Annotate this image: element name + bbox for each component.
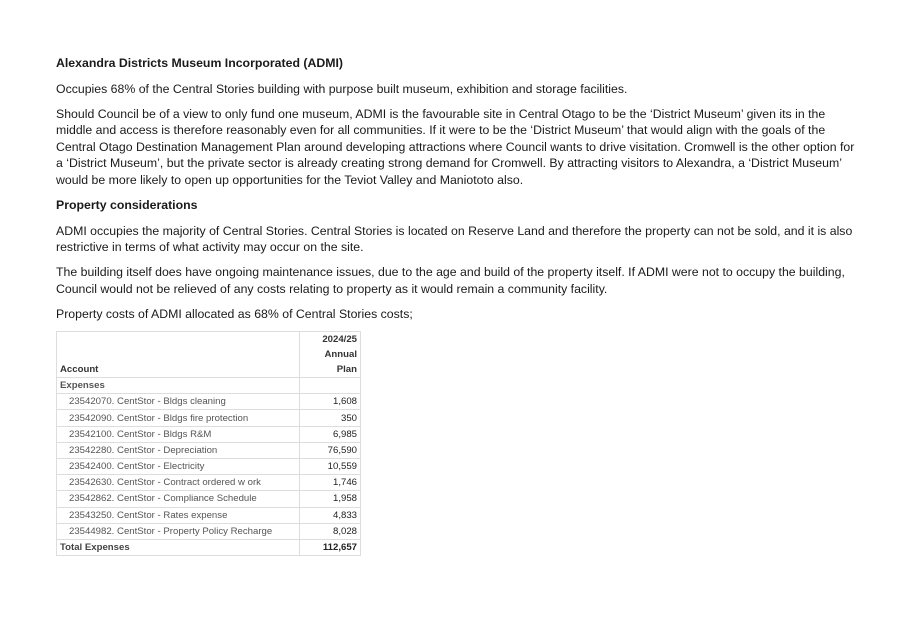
value-cell: 1,958 — [299, 490, 361, 508]
value-cell: 76,590 — [299, 441, 361, 459]
value-cell: 350 — [299, 409, 361, 427]
table-row: 23542400. CentStor - Electricity 10,559 — [56, 457, 361, 476]
value-cell: 1,746 — [299, 474, 361, 492]
account-cell: 23542862. CentStor - Compliance Schedule — [56, 490, 300, 508]
section-label-expenses: Expenses — [56, 377, 300, 395]
table-row: 23542280. CentStor - Depreciation 76,590 — [56, 441, 361, 459]
column-header-year: 2024/25 — [322, 334, 357, 346]
table-row: 23542630. CentStor - Contract ordered w … — [56, 474, 361, 492]
property-costs-table: Account 2024/25 Annual Plan Expenses 235… — [56, 331, 361, 557]
section-heading-admi: Alexandra Districts Museum Incorporated … — [56, 56, 343, 70]
account-cell: 23542630. CentStor - Contract ordered w … — [56, 474, 300, 492]
account-cell: 23543250. CentStor - Rates expense — [56, 506, 300, 524]
table-header-row: Account 2024/25 Annual Plan — [56, 331, 361, 379]
column-header-plan: Annual Plan — [324, 349, 357, 376]
table-row: 23542090. CentStor - Bldgs fire protecti… — [56, 409, 361, 427]
table-row: 23544982. CentStor - Property Policy Rec… — [56, 522, 361, 540]
section-heading-property: Property considerations — [56, 198, 198, 213]
paragraph-maintenance: The building itself does have ongoing ma… — [56, 265, 845, 296]
section-empty-cell — [299, 377, 361, 395]
paragraph-district-museum: Should Council be of a view to only fund… — [56, 106, 855, 187]
value-cell: 6,985 — [299, 425, 361, 443]
total-label: Total Expenses — [56, 538, 300, 557]
total-value: 112,657 — [299, 538, 361, 557]
table-row: 23542862. CentStor - Compliance Schedule… — [56, 490, 361, 508]
table-row: 23542100. CentStor - Bldgs R&M 6,985 — [56, 425, 361, 443]
column-header-account: Account — [56, 331, 300, 379]
value-cell: 10,559 — [299, 457, 361, 476]
account-cell: 23542100. CentStor - Bldgs R&M — [56, 425, 300, 443]
paragraph-occupancy: Occupies 68% of the Central Stories buil… — [56, 81, 628, 96]
account-cell: 23542400. CentStor - Electricity — [56, 457, 300, 476]
column-header-annual-plan: 2024/25 Annual Plan — [299, 331, 361, 379]
table-row: 23542070. CentStor - Bldgs cleaning 1,60… — [56, 393, 361, 411]
account-cell: 23542280. CentStor - Depreciation — [56, 441, 300, 459]
value-cell: 1,608 — [299, 393, 361, 411]
table-row: 23543250. CentStor - Rates expense 4,833 — [56, 506, 361, 524]
table-total-row: Total Expenses 112,657 — [56, 538, 361, 557]
paragraph-reserve-land: ADMI occupies the majority of Central St… — [56, 223, 853, 255]
account-cell: 23544982. CentStor - Property Policy Rec… — [56, 522, 300, 540]
account-cell: 23542090. CentStor - Bldgs fire protecti… — [56, 409, 300, 427]
value-cell: 4,833 — [299, 506, 361, 524]
document-content: Alexandra Districts Museum Incorporated … — [56, 55, 856, 557]
table-section-row: Expenses — [56, 377, 361, 395]
account-cell: 23542070. CentStor - Bldgs cleaning — [56, 393, 300, 411]
paragraph-cost-intro: Property costs of ADMI allocated as 68% … — [56, 306, 413, 321]
value-cell: 8,028 — [299, 522, 361, 540]
